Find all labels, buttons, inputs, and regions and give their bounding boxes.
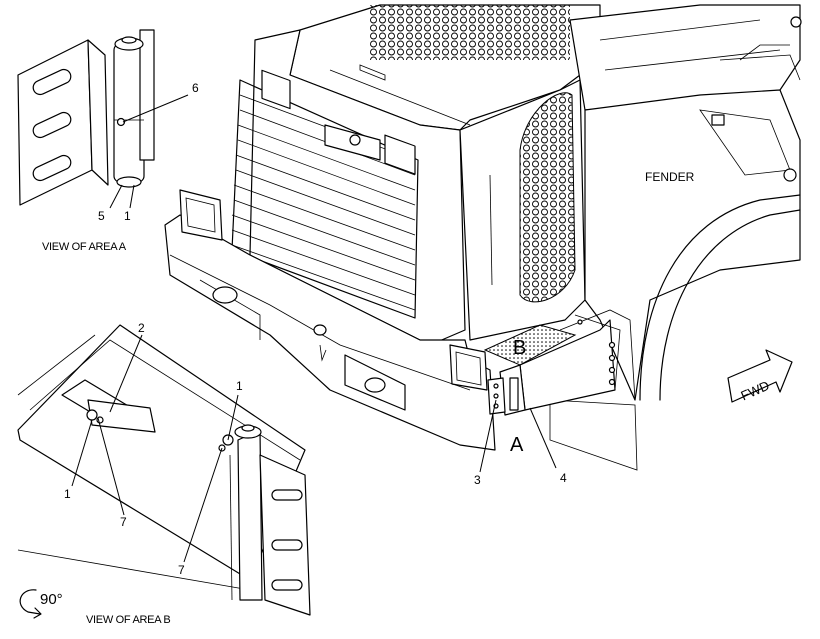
callout-1-area-a: 1 — [124, 209, 131, 223]
callout-7-left: 7 — [120, 515, 127, 529]
rotation-label: 90° — [40, 591, 63, 608]
machine-front-view — [164, 4, 802, 471]
view-of-area-a-detail — [17, 29, 155, 206]
area-letter-b: B — [513, 337, 526, 359]
rotation-icon — [19, 589, 42, 619]
callout-5: 5 — [98, 209, 105, 223]
fender-label: FENDER — [645, 170, 695, 184]
callout-3: 3 — [474, 473, 481, 487]
callout-6: 6 — [192, 81, 199, 95]
view-of-area-b-detail — [17, 324, 311, 616]
callout-1-area-b-right: 1 — [236, 379, 243, 393]
callout-7-right: 7 — [178, 563, 185, 577]
forward-arrow-icon: FWD — [727, 349, 793, 403]
callout-2: 2 — [138, 321, 145, 335]
area-letter-a: A — [510, 434, 524, 456]
view-of-area-a-label: VIEW OF AREA A — [42, 241, 127, 253]
callout-4: 4 — [560, 471, 567, 485]
view-of-area-b-label: VIEW OF AREA B — [86, 614, 170, 626]
callout-1-area-b-left: 1 — [64, 487, 71, 501]
leader-lines — [71, 94, 557, 563]
